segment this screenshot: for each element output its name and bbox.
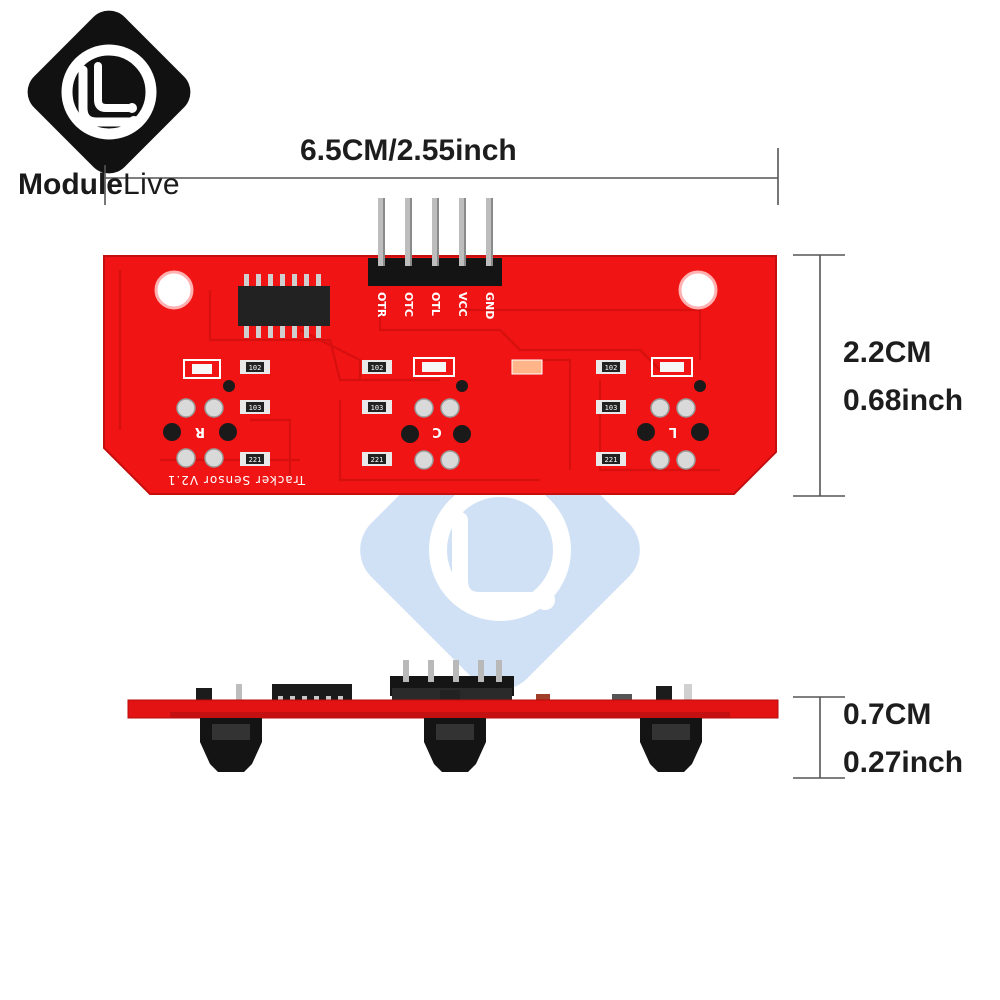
silkscreen-title: Tracker Sensor V2.1 <box>167 473 306 487</box>
pin-label-otr: OTR <box>375 292 388 318</box>
brand-name-bold: Module <box>18 168 123 201</box>
thickness-cm-label: 0.7CM <box>843 698 932 731</box>
dimension-lines <box>104 148 845 779</box>
brand-name-light: Live <box>123 168 181 201</box>
solder-pads <box>163 380 709 470</box>
pcb-top-view: OTR OTC OTL VCC GND <box>103 198 777 495</box>
resistor-code: 102 <box>249 364 262 372</box>
resistor-code: 103 <box>371 404 384 412</box>
height-inch-label: 0.68inch <box>843 384 964 417</box>
height-cm-label: 2.2CM <box>843 336 932 369</box>
brand-name: ModuleLive <box>18 168 180 202</box>
ic-chip <box>238 274 330 338</box>
pin-label-vcc: VCC <box>456 292 469 317</box>
pin-header <box>368 198 502 286</box>
resistor-code: 221 <box>371 456 384 464</box>
pin-label-otl: OTL <box>429 292 442 316</box>
sensor-label-l: L <box>669 424 677 439</box>
resistor-code: 102 <box>371 364 384 372</box>
sensor-label-r: R <box>195 424 205 439</box>
pin-label-gnd: GND <box>483 292 496 319</box>
sensor-label-c: C <box>432 424 442 439</box>
led-footprints <box>183 357 693 379</box>
resistor-code: 103 <box>249 404 262 412</box>
resistor-code: 103 <box>605 404 618 412</box>
pcb-side-view <box>127 660 779 772</box>
resistor-code: 102 <box>605 364 618 372</box>
pin-label-otc: OTC <box>402 292 415 317</box>
brand-logo-icon <box>27 10 191 174</box>
width-dimension-label: 6.5CM/2.55inch <box>300 134 517 167</box>
thickness-inch-label: 0.27inch <box>843 746 964 779</box>
smd-resistors: 102 103 221 102 103 221 102 103 221 <box>240 360 626 466</box>
resistor-code: 221 <box>249 456 262 464</box>
resistor-code: 221 <box>605 456 618 464</box>
